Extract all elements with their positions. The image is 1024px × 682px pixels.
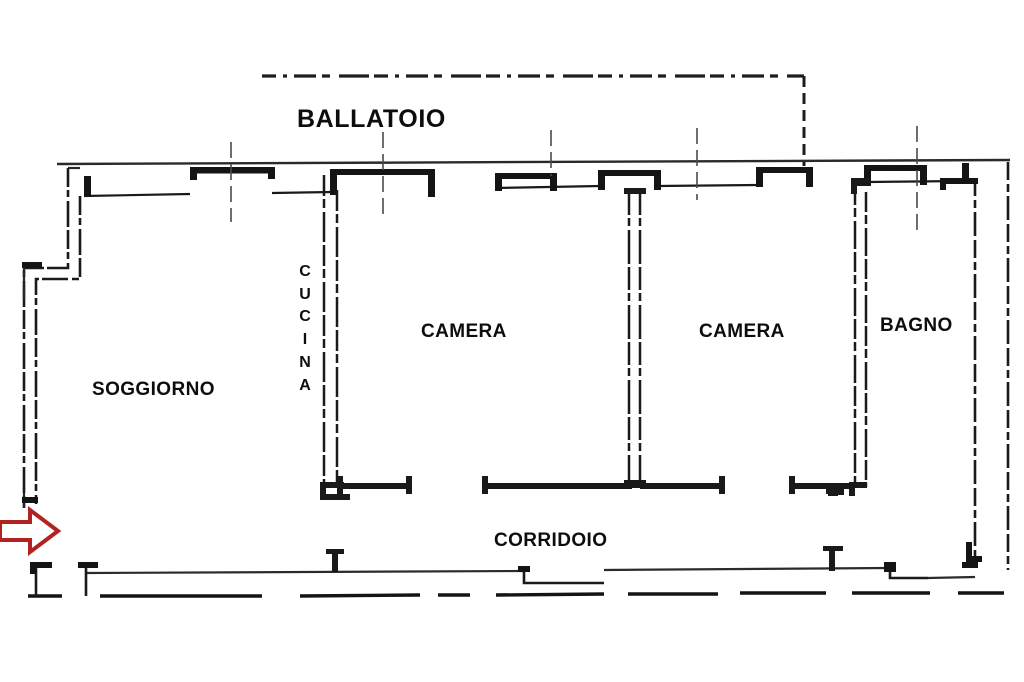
partition-wall-bagno — [853, 185, 868, 487]
exterior-wall-left-solid — [22, 166, 80, 508]
room-label-cucina-letter: A — [299, 376, 311, 394]
wall-jambs-left — [22, 262, 42, 503]
room-label-cucina-letter: N — [299, 353, 311, 371]
wall-jambs-bottom — [30, 562, 978, 574]
exterior-wall-bottom-inner — [85, 566, 976, 580]
partition-cucina-base — [320, 482, 350, 500]
fixture-marks — [826, 488, 840, 496]
corridor-wall-cucina — [337, 476, 412, 494]
room-label-camera-2: CAMERA — [699, 321, 785, 342]
partition-wall-camere — [627, 192, 642, 487]
corridor-wall-camera-1 — [482, 476, 632, 494]
partition-bagno-head — [851, 178, 871, 194]
room-label-bagno: BAGNO — [880, 315, 953, 336]
room-label-ballatoio: BALLATOIO — [297, 105, 446, 133]
exterior-wall-right — [973, 162, 1010, 570]
room-label-soggiorno: SOGGIORNO — [92, 379, 215, 400]
bottom-wall-post-markers — [326, 546, 843, 572]
room-label-camera-1: CAMERA — [421, 321, 507, 342]
corridor-wall-camera-2 — [640, 476, 725, 494]
room-label-cucina-letter: U — [299, 285, 311, 303]
window-centrelines — [230, 126, 918, 230]
partition-camere-base — [624, 480, 646, 488]
room-label-corridoio: CORRIDOIO — [494, 530, 608, 551]
entrance-arrow-icon — [0, 506, 62, 556]
room-label-cucina-letter: C — [299, 308, 311, 326]
room-label-cucina-letter: C — [299, 263, 311, 280]
exterior-wall-bottom-outer — [28, 591, 1004, 598]
partition-wall-cucina — [322, 175, 339, 487]
exterior-wall-top-inner — [83, 179, 966, 198]
partition-camere-head — [624, 188, 646, 194]
wall-jambs-top — [84, 163, 969, 197]
wall-jambs-right — [940, 178, 982, 562]
exterior-wall-top — [56, 158, 1011, 166]
room-label-cucina-letter: I — [302, 331, 308, 349]
exterior-wall-left — [22, 168, 82, 508]
